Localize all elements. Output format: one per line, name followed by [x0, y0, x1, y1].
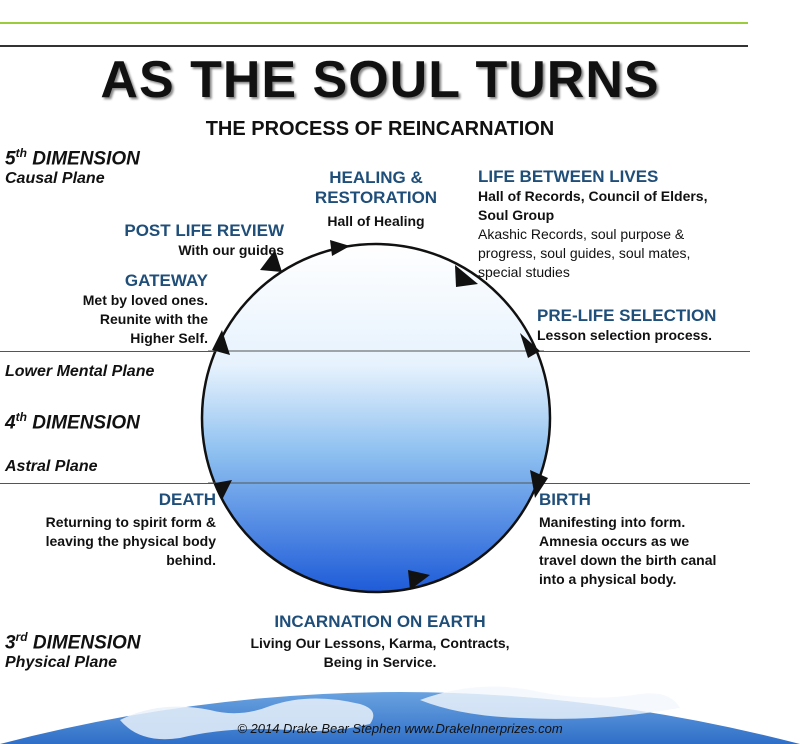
arrow-healing-to-life-between — [455, 265, 478, 287]
gateway-title: GATEWAY — [124, 271, 208, 290]
death-line-1: Returning to spirit form & — [45, 514, 216, 530]
incarnation-line-2: Being in Service. — [323, 654, 437, 670]
life-between-detail-2: progress, soul guides, soul mates, — [478, 245, 691, 261]
physical-plane-label: Physical Plane — [5, 654, 118, 671]
birth-line-2: Amnesia occurs as we — [539, 533, 690, 549]
death-title: DEATH — [158, 490, 216, 509]
fifth-dimension-label: 5th DIMENSION — [5, 146, 140, 170]
birth-title: BIRTH — [539, 490, 591, 509]
top-dark-rule — [0, 45, 748, 47]
lower-mental-plane-label: Lower Mental Plane — [5, 363, 155, 380]
healing-title-line2: RESTORATION — [314, 188, 438, 207]
gateway-line-2: Reunite with the — [99, 311, 208, 327]
birth-line-3: travel down the birth canal — [539, 552, 717, 568]
causal-plane-label: Causal Plane — [5, 170, 105, 187]
stage-healing: HEALING & RESTORATION Hall of Healing — [292, 168, 460, 231]
arrow-to-pre-life — [520, 333, 540, 358]
earth-cloud-band — [420, 686, 680, 719]
gateway-line-3: Higher Self. — [130, 330, 208, 346]
poster-title: AS THE SOUL TURNS — [100, 51, 660, 109]
birth-line-4: into a physical body. — [539, 571, 677, 587]
top-green-rule — [0, 22, 748, 24]
death-line-2: leaving the physical body — [45, 533, 216, 549]
incarnation-line-1: Living Our Lessons, Karma, Contracts, — [250, 635, 510, 651]
arrow-to-healing — [330, 240, 350, 256]
gateway-line-1: Met by loved ones. — [82, 292, 208, 308]
earth-globe — [0, 692, 800, 744]
stage-pre-life-selection: PRE-LIFE SELECTION Lesson selection proc… — [537, 306, 757, 345]
poster-subtitle: THE PROCESS OF REINCARNATION — [205, 118, 555, 140]
healing-title-line1: HEALING & — [329, 168, 423, 187]
stage-death: DEATH Returning to spirit form & leaving… — [10, 490, 216, 570]
copyright-notice: © 2014 Drake Bear Stephen www.DrakeInner… — [237, 721, 563, 736]
arrow-to-birth — [530, 470, 548, 498]
stage-gateway: GATEWAY Met by loved ones. Reunite with … — [40, 271, 208, 348]
earth-land-mass — [120, 698, 374, 740]
pre-life-title: PRE-LIFE SELECTION — [537, 306, 717, 325]
arrow-to-gateway — [212, 330, 230, 355]
fourth-dimension-label: 4th DIMENSION — [5, 410, 140, 434]
stage-post-life-review: POST LIFE REVIEW With our guides — [90, 221, 284, 260]
third-dimension-label: 3rd DIMENSION — [5, 630, 141, 654]
post-life-text: With our guides — [178, 242, 284, 258]
incarnation-title: INCARNATION ON EARTH — [274, 612, 486, 631]
stage-birth: BIRTH Manifesting into form. Amnesia occ… — [539, 490, 779, 589]
arrow-to-post-life — [260, 250, 282, 272]
birth-line-1: Manifesting into form. — [539, 514, 686, 530]
life-between-line-2: Soul Group — [478, 207, 555, 223]
soul-cycle-sphere — [200, 242, 552, 594]
post-life-title: POST LIFE REVIEW — [124, 221, 284, 240]
life-between-detail-3: special studies — [478, 264, 570, 280]
life-between-title: LIFE BETWEEN LIVES — [478, 167, 659, 186]
stage-life-between-lives: LIFE BETWEEN LIVES Hall of Records, Coun… — [478, 167, 778, 282]
arrow-to-death — [215, 480, 232, 500]
pre-life-text: Lesson selection process. — [537, 327, 713, 343]
life-between-line-1: Hall of Records, Council of Elders, — [478, 188, 708, 204]
arrow-to-incarnation — [408, 570, 430, 590]
astral-plane-label: Astral Plane — [5, 458, 98, 475]
stage-incarnation: INCARNATION ON EARTH Living Our Lessons,… — [230, 612, 530, 672]
life-between-detail-1: Akashic Records, soul purpose & — [478, 226, 685, 242]
healing-text: Hall of Healing — [327, 213, 425, 229]
death-line-3: behind. — [166, 552, 216, 568]
